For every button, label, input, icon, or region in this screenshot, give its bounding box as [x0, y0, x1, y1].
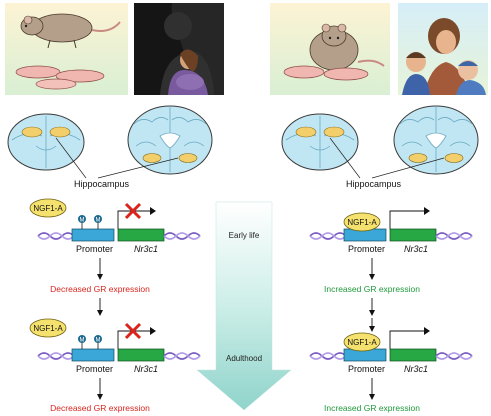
blocked-x-icon — [124, 322, 142, 340]
gene-construct-right-1 — [309, 207, 473, 242]
svg-text:M: M — [80, 218, 85, 224]
rat-low-care-image — [5, 3, 128, 95]
ngf1a-protein-left-2: NGF1-A — [29, 318, 67, 338]
ngf1a-protein-left-1: NGF1-A — [29, 198, 67, 218]
brain-coronal-right-a — [281, 113, 359, 171]
outcome-right-2: Increased GR expression — [324, 403, 420, 413]
svg-text:M: M — [96, 218, 101, 224]
rat-high-care-image — [270, 3, 390, 95]
ngf1a-protein-right-2: NGF1-A — [343, 332, 381, 352]
gene-construct-left-2: M M — [37, 322, 201, 362]
svg-text:NGF1-A: NGF1-A — [347, 218, 377, 227]
promoter-label: Promoter — [76, 244, 113, 254]
promoter-label: Promoter — [348, 364, 385, 374]
svg-text:NGF1-A: NGF1-A — [33, 324, 63, 333]
hippocampus-label-right: Hippocampus — [346, 179, 402, 189]
svg-text:M: M — [80, 338, 85, 344]
hippocampus-label-left: Hippocampus — [74, 179, 130, 189]
brain-coronal-right-b — [393, 105, 479, 175]
gene-label: Nr3c1 — [404, 244, 428, 254]
ngf1a-protein-right-1: NGF1-A — [343, 212, 381, 232]
blocked-x-icon — [124, 202, 142, 220]
gene-label: Nr3c1 — [404, 364, 428, 374]
promoter-label: Promoter — [76, 364, 113, 374]
gene-construct-left-1: M M — [37, 202, 201, 242]
adulthood-label: Adulthood — [226, 354, 262, 363]
gene-label: Nr3c1 — [134, 364, 158, 374]
outcome-left-2: Decreased GR expression — [50, 403, 150, 413]
methyl-mark: M M — [78, 215, 102, 229]
promoter-label: Promoter — [348, 244, 385, 254]
outcome-left-1: Decreased GR expression — [50, 284, 150, 294]
gene-label: Nr3c1 — [134, 244, 158, 254]
brain-coronal-left-b — [127, 105, 213, 175]
child-neglect-image — [134, 3, 224, 95]
outcome-right-1: Increased GR expression — [324, 284, 420, 294]
brain-coronal-left-a — [7, 113, 85, 171]
gene-construct-right-2 — [309, 327, 473, 362]
svg-text:M: M — [96, 338, 101, 344]
svg-text:NGF1-A: NGF1-A — [347, 338, 377, 347]
svg-text:NGF1-A: NGF1-A — [33, 204, 63, 213]
methyl-mark: M M — [78, 335, 102, 349]
early-life-label: Early life — [229, 231, 260, 240]
hippocampus-pointer-right — [329, 137, 445, 179]
time-arrow — [196, 201, 292, 411]
hippocampus-pointer-left — [55, 137, 179, 179]
family-nurturing-image — [398, 3, 488, 95]
